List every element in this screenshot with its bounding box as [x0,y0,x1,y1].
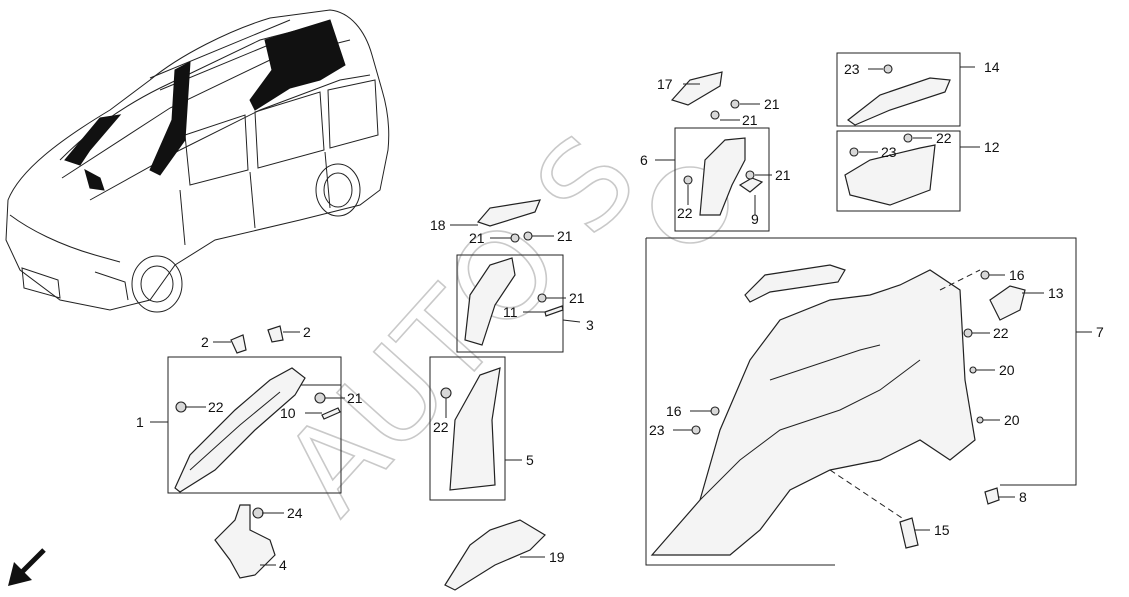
callout-21: 21 [469,230,485,246]
callout-21: 21 [557,228,573,244]
callout-12: 12 [984,139,1000,155]
handle-17 [670,71,723,106]
callout-8: 8 [1019,489,1027,505]
callout-13: 13 [1048,285,1064,301]
callout-21: 21 [569,290,585,306]
leader-lines [150,66,1092,566]
callout-21: 21 [742,112,758,128]
callout-labels: 1 2 2 3 4 5 6 7 8 9 10 11 12 13 14 15 16… [136,59,1104,573]
c-pillar-highlight [249,19,346,111]
part-group-6 [670,71,770,232]
callout-11: 11 [503,304,518,320]
b-pillar-lower-trim [449,367,501,491]
a-pillar-highlight [64,114,122,166]
b-pillar-highlight [149,61,191,176]
clip-22-a [175,401,187,413]
callout-3: 3 [586,317,594,333]
fastener-3 [544,305,564,317]
clip-16-b [710,406,720,416]
callout-16: 16 [666,403,682,419]
clip-22-b [440,387,452,399]
bolt-21-g [745,170,755,180]
callout-16: 16 [1009,267,1025,283]
bolt-21-b [510,233,520,243]
clip-22-d [903,133,913,143]
clip-2b [267,325,284,343]
callout-21: 21 [775,167,791,183]
callout-20: 20 [1004,412,1020,428]
callout-22: 22 [208,399,224,415]
callout-10: 10 [280,405,296,421]
callout-20: 20 [999,362,1015,378]
part-4-bracket [214,504,276,579]
vehicle-illustration [5,9,390,313]
cover-9 [738,177,764,193]
callout-23: 23 [844,61,860,77]
callout-6: 6 [640,152,648,168]
callout-4: 4 [279,557,287,573]
callout-21: 21 [764,96,780,112]
clip-23-a [883,64,893,74]
fastener-10 [321,407,341,420]
screw-20-a [969,366,977,374]
bolt-21-c [523,231,533,241]
callout-14: 14 [984,59,1000,75]
part-group-b-upper [456,199,564,353]
callout-1: 1 [136,414,144,430]
callout-24: 24 [287,505,303,521]
callout-15: 15 [934,522,950,538]
callout-17: 17 [657,76,673,92]
part-group-14 [836,52,961,127]
trim-12 [844,144,936,206]
bracket-15 [899,517,919,549]
clip-23-c [691,425,701,435]
screw-20-b [976,416,984,424]
rail-14 [846,77,951,126]
callout-9: 9 [751,211,759,227]
b-pillar-upper-trim [464,257,516,346]
callout-7: 7 [1096,324,1104,340]
bolt-21-a [314,392,326,404]
callout-22: 22 [993,325,1009,341]
callout-21: 21 [347,390,363,406]
callout-19: 19 [549,549,565,565]
bolt-21-d [537,293,547,303]
plug-8 [984,487,1000,505]
a-pillar-trim [174,367,306,493]
clip-24 [252,507,264,519]
clip-23-b [849,147,859,157]
callout-5: 5 [526,452,534,468]
bolt-21-e [710,110,720,120]
part-19 [444,519,546,591]
quarter-trim-handle [744,264,846,303]
callout-2: 2 [303,324,311,340]
callout-23: 23 [881,144,897,160]
c-pillar-upper-trim [699,137,746,216]
clip-22-e [963,328,973,338]
grab-handle-18 [476,199,541,227]
clip-2a [230,334,247,354]
part-group-1 [167,325,342,494]
callout-23: 23 [649,422,665,438]
part-group-12 [836,130,961,212]
bolt-21-f [730,99,740,109]
watermark-circle [651,166,729,244]
clip-22-c [683,175,693,185]
callout-22: 22 [433,419,449,435]
clip-16-a [980,270,990,280]
quarter-trim-panel [650,269,976,556]
part-group-7 [645,237,1077,566]
callout-18: 18 [430,217,446,233]
callout-22: 22 [936,130,952,146]
callout-2: 2 [201,334,209,350]
callout-22: 22 [677,205,693,221]
arrow-icon [8,548,46,586]
cover-13 [989,285,1026,321]
